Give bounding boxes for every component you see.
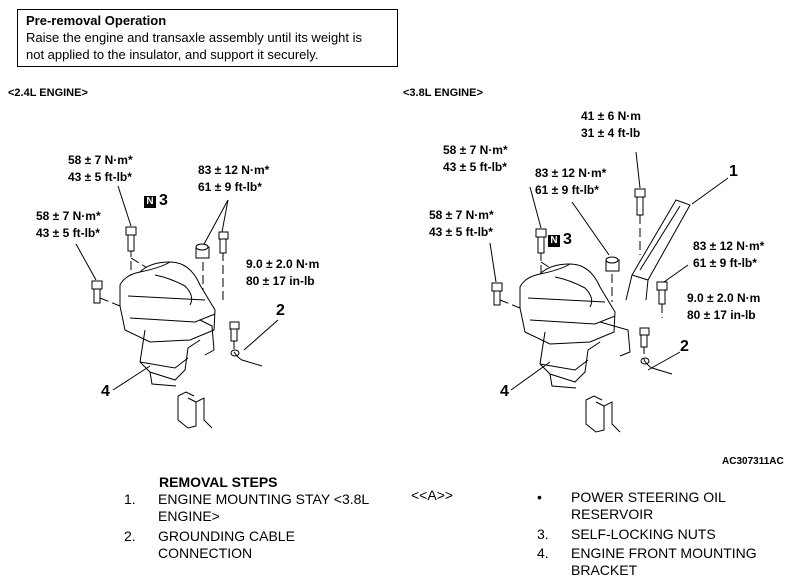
step-text-line: BRACKET xyxy=(571,562,638,578)
torque-ftlb: 43 ± 5 ft-lb* xyxy=(68,170,132,184)
torque-ftlb: 61 ± 9 ft-lb* xyxy=(535,183,599,197)
torque-inlb: 80 ± 17 in-lb xyxy=(687,308,756,322)
right-callout-2: 2 xyxy=(680,338,689,355)
callout-number: 3 xyxy=(159,192,168,209)
step-reference: <<A>> xyxy=(411,487,454,503)
right-torque-upper-left: 58 ± 7 N·m* 43 ± 5 ft-lb* xyxy=(443,142,508,176)
step-number: 3. xyxy=(537,526,549,542)
torque-inlb: 80 ± 17 in-lb xyxy=(246,274,315,288)
torque-nm: 9.0 ± 2.0 N·m xyxy=(246,257,320,271)
note-line-2: not applied to the insulator, and suppor… xyxy=(26,47,319,62)
torque-ftlb: 43 ± 5 ft-lb* xyxy=(36,226,100,240)
right-torque-right: 83 ± 12 N·m* 61 ± 9 ft-lb* xyxy=(693,238,764,272)
n-marker-icon: N xyxy=(144,196,156,208)
torque-ftlb: 61 ± 9 ft-lb* xyxy=(693,256,757,270)
step-text-line: ENGINE MOUNTING STAY <3.8L xyxy=(158,491,370,507)
left-torque-top-left: 58 ± 7 N·m* 43 ± 5 ft-lb* xyxy=(68,152,133,186)
left-torque-top-right: 83 ± 12 N·m* 61 ± 9 ft-lb* xyxy=(198,162,269,196)
left-engine-header: <2.4L ENGINE> xyxy=(8,87,88,99)
right-torque-upper-mid: 83 ± 12 N·m* 61 ± 9 ft-lb* xyxy=(535,165,606,199)
left-callout-4: 4 xyxy=(101,383,110,400)
torque-nm: 83 ± 12 N·m* xyxy=(535,166,607,180)
step-text-line: POWER STEERING OIL xyxy=(571,489,726,505)
step-text-line: ENGINE> xyxy=(158,508,220,524)
right-torque-left: 58 ± 7 N·m* 43 ± 5 ft-lb* xyxy=(429,207,494,241)
torque-nm: 58 ± 7 N·m* xyxy=(68,153,133,167)
right-torque-small: 9.0 ± 2.0 N·m 80 ± 17 in-lb xyxy=(687,290,760,324)
right-torque-top: 41 ± 6 N·m 31 ± 4 ft-lb xyxy=(581,108,641,142)
torque-ftlb: 31 ± 4 ft-lb xyxy=(581,126,641,140)
right-callout-4: 4 xyxy=(500,383,509,400)
step-text-line: CONNECTION xyxy=(158,545,253,561)
figure-code: AC307311AC xyxy=(722,456,784,467)
step-bullet: • xyxy=(537,489,542,505)
left-torque-small: 9.0 ± 2.0 N·m 80 ± 17 in-lb xyxy=(246,256,319,290)
torque-nm: 9.0 ± 2.0 N·m xyxy=(687,291,761,305)
torque-nm: 58 ± 7 N·m* xyxy=(429,208,494,222)
step-number: 4. xyxy=(537,545,549,561)
callout-number: 3 xyxy=(563,231,572,248)
right-callout-1: 1 xyxy=(729,163,738,180)
pre-removal-note: Pre-removal Operation Raise the engine a… xyxy=(17,9,398,67)
torque-nm: 41 ± 6 N·m xyxy=(581,109,641,123)
note-title: Pre-removal Operation xyxy=(26,13,167,28)
torque-nm: 83 ± 12 N·m* xyxy=(198,163,270,177)
note-line-1: Raise the engine and transaxle assembly … xyxy=(26,30,363,45)
step-text-line: SELF-LOCKING NUTS xyxy=(571,526,716,542)
torque-nm: 58 ± 7 N·m* xyxy=(36,209,101,223)
step-text: SELF-LOCKING NUTS xyxy=(571,526,716,543)
step-text-line: ENGINE FRONT MOUNTING xyxy=(571,545,757,561)
n-marker-icon: N xyxy=(548,235,560,247)
left-torque-left: 58 ± 7 N·m* 43 ± 5 ft-lb* xyxy=(36,208,101,242)
torque-nm: 58 ± 7 N·m* xyxy=(443,143,508,157)
removal-steps-title: REMOVAL STEPS xyxy=(159,474,278,490)
torque-ftlb: 43 ± 5 ft-lb* xyxy=(443,160,507,174)
step-number: 1. xyxy=(124,491,136,507)
left-callout-2: 2 xyxy=(276,302,285,319)
torque-ftlb: 43 ± 5 ft-lb* xyxy=(429,225,493,239)
step-text-line: RESERVOIR xyxy=(571,506,654,522)
right-engine-header: <3.8L ENGINE> xyxy=(403,87,483,99)
step-text-line: GROUNDING CABLE xyxy=(158,528,295,544)
step-number: 2. xyxy=(124,528,136,544)
torque-ftlb: 61 ± 9 ft-lb* xyxy=(198,180,262,194)
torque-nm: 83 ± 12 N·m* xyxy=(693,239,765,253)
